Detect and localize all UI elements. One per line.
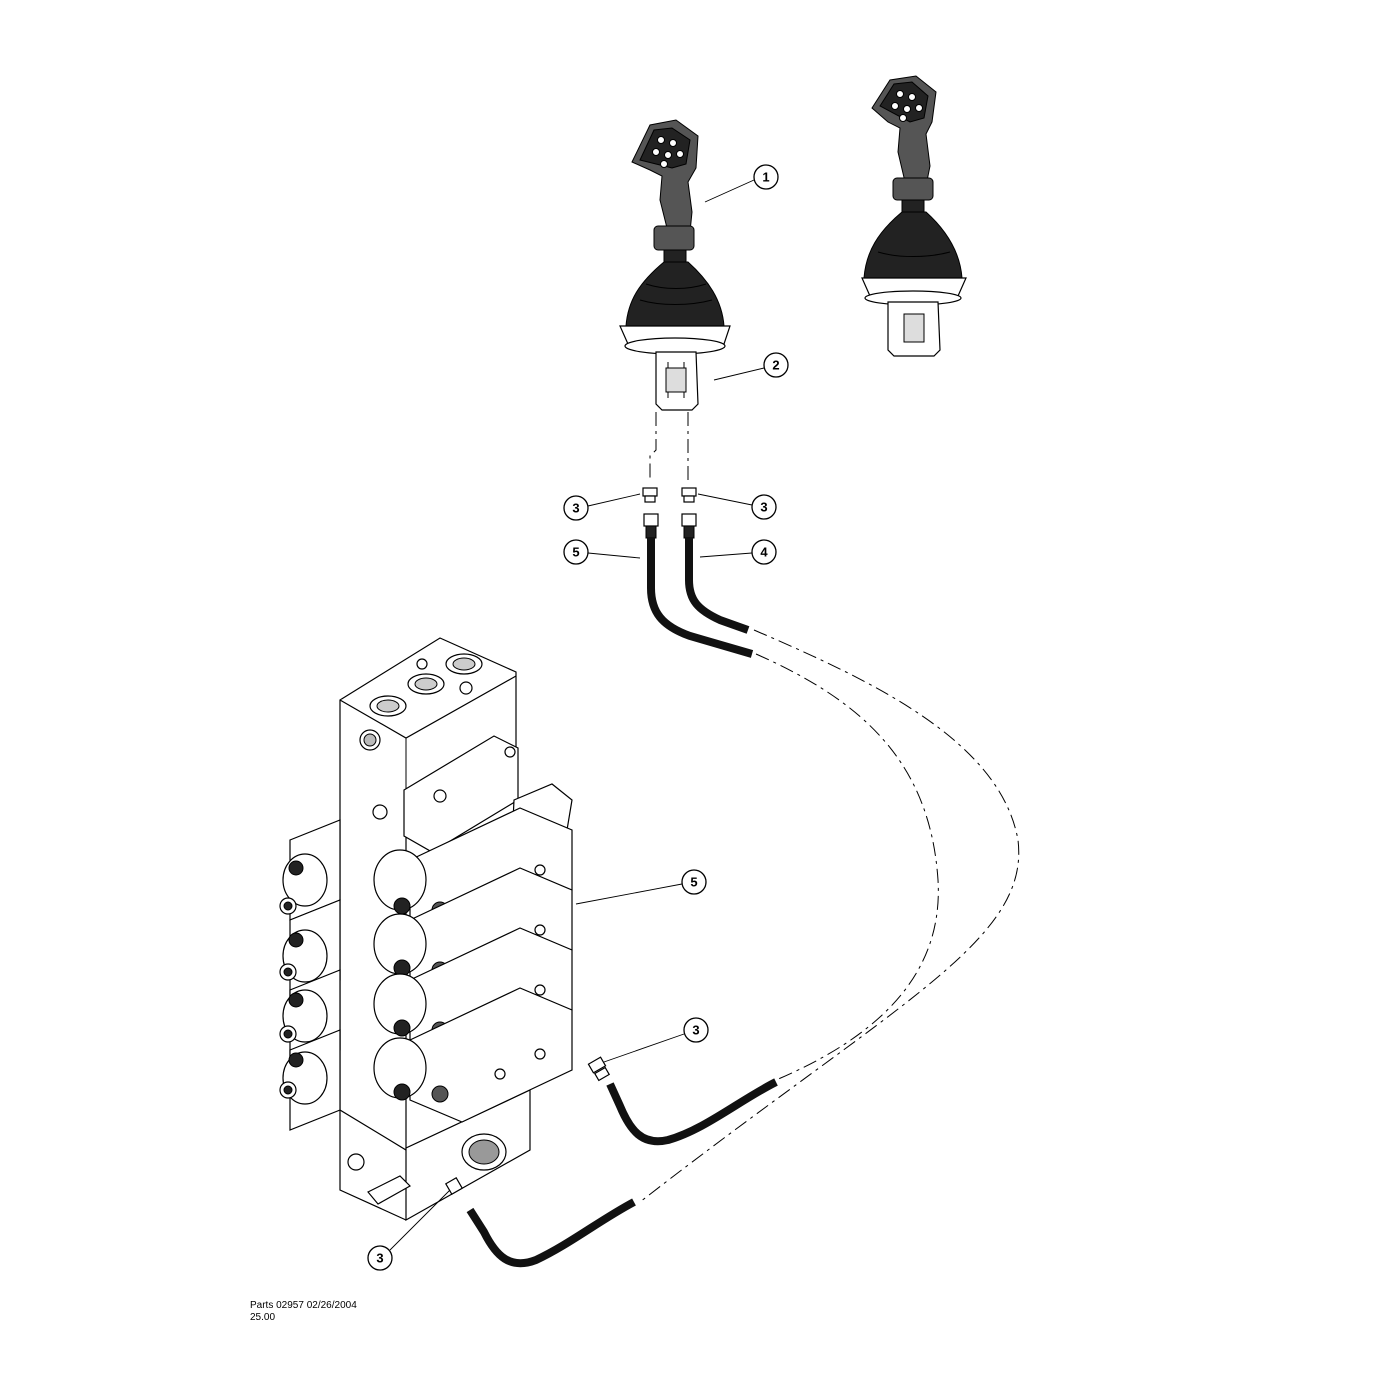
callout-item-4: 4 xyxy=(751,539,777,565)
valve-caps-left xyxy=(279,819,341,1131)
hose-lower-right xyxy=(606,1078,778,1146)
callout-item-3-lower-right: 3 xyxy=(683,1017,709,1043)
callout-item-2: 2 xyxy=(763,352,789,378)
svg-text:3: 3 xyxy=(760,500,767,515)
callout-item-1: 1 xyxy=(753,164,779,190)
joystick-right xyxy=(861,75,967,357)
svg-text:3: 3 xyxy=(376,1251,383,1266)
fitting-top-right xyxy=(681,487,697,503)
guide-line-left-port xyxy=(649,412,657,482)
svg-text:3: 3 xyxy=(572,501,579,516)
valve-sections-right xyxy=(373,807,573,1123)
callout-item-5-lower: 5 xyxy=(681,869,707,895)
drawing-footer: Parts 02957 02/26/2004 25.00 xyxy=(250,1300,357,1324)
hose-end-left xyxy=(643,513,659,527)
callout-item-3-lower-left: 3 xyxy=(367,1245,393,1271)
svg-text:3: 3 xyxy=(692,1023,699,1038)
fitting-top-left xyxy=(642,487,658,503)
valve-section-4 xyxy=(373,987,573,1123)
callout-item-5-upper: 5 xyxy=(563,539,589,565)
footer-revision: 25.00 xyxy=(250,1312,276,1323)
svg-text:1: 1 xyxy=(762,170,769,185)
callout-item-3-top-right: 3 xyxy=(751,494,777,520)
callout-item-3-top-left: 3 xyxy=(563,495,589,521)
svg-text:4: 4 xyxy=(760,545,768,560)
svg-text:5: 5 xyxy=(572,545,579,560)
hose-item-4 xyxy=(685,538,750,634)
svg-text:5: 5 xyxy=(690,875,697,890)
routing-line-outer xyxy=(639,629,1020,1203)
valve-cap-left-1 xyxy=(279,819,341,921)
svg-text:2: 2 xyxy=(772,358,779,373)
joystick-left xyxy=(619,119,731,411)
hose-item-5-upper xyxy=(647,538,754,658)
routing-line-inner xyxy=(755,653,939,1081)
valve-cap-left-4 xyxy=(279,1029,341,1131)
hose-lower-left xyxy=(466,1198,636,1268)
fitting-lower-right xyxy=(587,1056,611,1082)
hose-end-right xyxy=(681,513,697,527)
footer-parts-date: Parts 02957 02/26/2004 xyxy=(250,1300,357,1311)
